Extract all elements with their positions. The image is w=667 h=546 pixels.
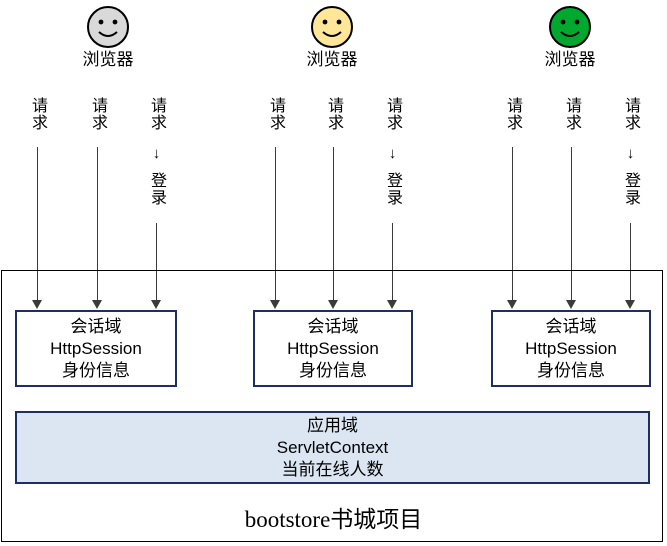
application-scope-content: 当前在线人数 bbox=[281, 459, 384, 479]
session-scope-api: HttpSession bbox=[287, 338, 379, 358]
arrow-connector-3: ↓ bbox=[148, 145, 165, 163]
session-scope-content: 身份信息 bbox=[299, 360, 367, 380]
application-scope-api: ServletContext bbox=[276, 437, 389, 457]
session-scope-title: 会话域 bbox=[70, 316, 122, 336]
arrow-label-request-3: 请求 bbox=[148, 97, 165, 131]
arrow-label-request-5: 请求 bbox=[325, 97, 342, 131]
actor-label: 浏览器 bbox=[544, 50, 596, 69]
session-scope-box-3: 会话域 HttpSession 身份信息 bbox=[491, 310, 651, 387]
arrow-shaft-9 bbox=[630, 223, 631, 302]
arrow-head-7 bbox=[507, 300, 517, 309]
project-container bbox=[1, 270, 663, 542]
arrow-label-request-7: 请求 bbox=[504, 97, 521, 131]
arrow-connector-9: ↓ bbox=[622, 145, 639, 163]
arrow-head-2 bbox=[92, 300, 102, 309]
session-scope-title: 会话域 bbox=[545, 316, 597, 336]
actor-browser-2: 浏览器 bbox=[272, 4, 392, 70]
smiley-face-green-icon bbox=[510, 4, 630, 50]
arrow-head-4 bbox=[270, 300, 280, 309]
arrow-label-login-3: 登录 bbox=[148, 172, 165, 206]
session-scope-box-2: 会话域 HttpSession 身份信息 bbox=[253, 310, 413, 387]
arrow-label-request-9: 请求 bbox=[622, 97, 639, 131]
arrow-label-login-9: 登录 bbox=[622, 172, 639, 206]
arrow-shaft-4 bbox=[275, 147, 276, 302]
session-scope-content: 身份信息 bbox=[537, 360, 605, 380]
arrow-label-request-8: 请求 bbox=[563, 97, 580, 131]
smiley-face-yellow-icon bbox=[272, 4, 392, 50]
arrow-label-request-6: 请求 bbox=[384, 97, 401, 131]
session-scope-content: 身份信息 bbox=[62, 360, 130, 380]
arrow-shaft-5 bbox=[333, 147, 334, 302]
actor-label: 浏览器 bbox=[82, 50, 134, 69]
arrow-label-login-6: 登录 bbox=[384, 172, 401, 206]
session-scope-box-1: 会话域 HttpSession 身份信息 bbox=[15, 310, 177, 387]
arrow-shaft-2 bbox=[97, 147, 98, 302]
project-title: bootstore书城项目 bbox=[244, 507, 423, 532]
application-scope-box: 应用域 ServletContext 当前在线人数 bbox=[15, 411, 650, 484]
arrow-head-6 bbox=[387, 300, 397, 309]
actor-browser-1: 浏览器 bbox=[48, 4, 168, 70]
actor-browser-3: 浏览器 bbox=[510, 4, 630, 70]
arrow-connector-6: ↓ bbox=[384, 145, 401, 163]
arrow-head-9 bbox=[625, 300, 635, 309]
session-scope-api: HttpSession bbox=[50, 338, 142, 358]
arrow-label-request-1: 请求 bbox=[29, 97, 46, 131]
application-scope-title: 应用域 bbox=[307, 415, 358, 435]
actor-label: 浏览器 bbox=[306, 50, 358, 69]
arrow-head-3 bbox=[151, 300, 161, 309]
arrow-head-5 bbox=[328, 300, 338, 309]
arrow-shaft-7 bbox=[512, 147, 513, 302]
arrow-shaft-1 bbox=[37, 147, 38, 302]
arrow-shaft-8 bbox=[571, 147, 572, 302]
arrow-head-8 bbox=[566, 300, 576, 309]
arrow-shaft-6 bbox=[392, 223, 393, 302]
session-scope-api: HttpSession bbox=[525, 338, 617, 358]
session-scope-title: 会话域 bbox=[307, 316, 359, 336]
arrow-shaft-3 bbox=[156, 223, 157, 302]
smiley-face-gray-icon bbox=[48, 4, 168, 50]
arrow-head-1 bbox=[32, 300, 42, 309]
arrow-label-request-2: 请求 bbox=[89, 97, 106, 131]
arrow-label-request-4: 请求 bbox=[267, 97, 284, 131]
